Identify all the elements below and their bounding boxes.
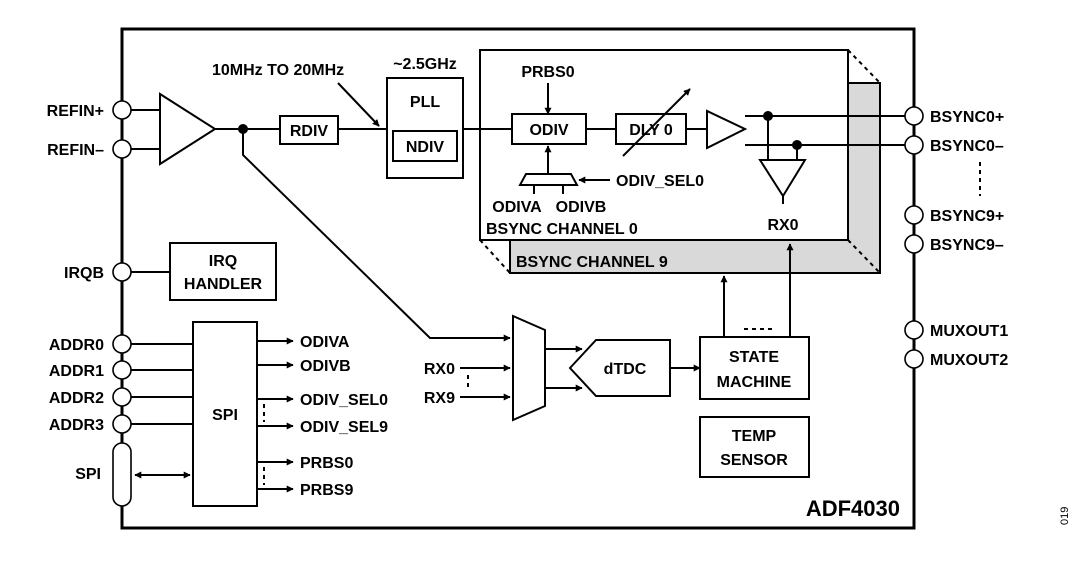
- rdiv-label: RDIV: [290, 123, 329, 140]
- rdiv-block: [279, 115, 339, 145]
- input-mux: [512, 314, 546, 422]
- muxout2-pin[interactable]: [904, 349, 924, 369]
- addr3-pin[interactable]: [112, 414, 132, 434]
- muxout2-label: MUXOUT2: [930, 352, 1008, 369]
- odivb-input-label: ODIVB: [556, 199, 607, 216]
- addr1-label: ADDR1: [49, 363, 104, 380]
- ref-frequency-pointer: [337, 82, 380, 127]
- reference-to-mux-path: [242, 129, 511, 342]
- refin-minus-pin[interactable]: [112, 139, 132, 159]
- irq-handler-line2: HANDLER: [184, 276, 263, 293]
- irq-handler-line1: IRQ: [209, 253, 237, 270]
- bsync9-plus-label: BSYNC9+: [930, 208, 1004, 225]
- bsync9-minus-label: BSYNC9–: [930, 237, 1004, 254]
- refin-minus-label: REFIN–: [47, 142, 104, 159]
- temp-sensor-line1: TEMP: [732, 428, 777, 445]
- bsync-channel-0-label: BSYNC CHANNEL 0: [486, 221, 638, 238]
- figure-number: 019: [1059, 507, 1071, 525]
- temp-sensor-line2: SENSOR: [720, 452, 788, 469]
- chip-name-label: ADF4030: [806, 496, 900, 521]
- mux-rx0-label: RX0: [424, 361, 455, 378]
- output-driver-triangle: [706, 109, 748, 150]
- spi-pin-label: SPI: [75, 466, 101, 483]
- spi-output-prbs0: PRBS0: [300, 455, 353, 472]
- addr0-label: ADDR0: [49, 337, 104, 354]
- temp-sensor-block: [699, 416, 810, 478]
- addr0-pin[interactable]: [112, 334, 132, 354]
- addr2-label: ADDR2: [49, 390, 104, 407]
- spi-output-odiva: ODIVA: [300, 334, 350, 351]
- bsync9-plus-pin[interactable]: [904, 205, 924, 225]
- odiva-input-label: ODIVA: [492, 199, 542, 216]
- spi-block: [192, 321, 258, 507]
- dtdc-label: dTDC: [604, 361, 647, 378]
- pll-frequency-label: ~2.5GHz: [393, 56, 457, 73]
- odiv-sel0-label: ODIV_SEL0: [616, 173, 704, 190]
- spi-output-odiv-sel0: ODIV_SEL0: [300, 392, 388, 409]
- irq-handler-block: [169, 242, 277, 301]
- addr1-pin[interactable]: [112, 360, 132, 380]
- irqb-pin[interactable]: [112, 262, 132, 282]
- refin-plus-pin[interactable]: [112, 100, 132, 120]
- muxout1-label: MUXOUT1: [930, 323, 1008, 340]
- odiv-select-mux: [518, 173, 579, 186]
- refin-buffer-triangle: [159, 92, 217, 166]
- bsync0-minus-label: BSYNC0–: [930, 138, 1004, 155]
- pll-block: [386, 77, 464, 179]
- spi-block-label: SPI: [212, 407, 238, 424]
- delay-label: DLY 0: [629, 122, 673, 139]
- rx0-receiver-label: RX0: [767, 217, 798, 234]
- ndiv-label: NDIV: [406, 139, 445, 156]
- refin-plus-label: REFIN+: [47, 103, 104, 120]
- irqb-label: IRQB: [64, 265, 104, 282]
- spi-output-prbs9: PRBS9: [300, 482, 353, 499]
- spi-output-odivb: ODIVB: [300, 358, 351, 375]
- bsync-channel-9-label: BSYNC CHANNEL 9: [516, 254, 668, 271]
- ndiv-block: [392, 130, 458, 162]
- state-machine-line1: STATE: [729, 349, 779, 366]
- delay-adjust-arrow: [622, 88, 691, 157]
- bsync0-plus-pin[interactable]: [904, 106, 924, 126]
- ref-frequency-label: 10MHz TO 20MHz: [212, 62, 344, 79]
- bsync0-minus-pin[interactable]: [904, 135, 924, 155]
- spi-output-odiv-sel9: ODIV_SEL9: [300, 419, 388, 436]
- state-machine-block: [699, 336, 810, 400]
- pll-label: PLL: [410, 94, 440, 111]
- bsync0-plus-label: BSYNC0+: [930, 109, 1004, 126]
- addr2-pin[interactable]: [112, 387, 132, 407]
- receiver-triangle: [758, 159, 807, 198]
- odiv-label: ODIV: [529, 122, 568, 139]
- state-machine-line2: MACHINE: [717, 374, 792, 391]
- addr3-label: ADDR3: [49, 417, 104, 434]
- bsync9-minus-pin[interactable]: [904, 234, 924, 254]
- spi-bus-pin[interactable]: [112, 442, 132, 507]
- muxout1-pin[interactable]: [904, 320, 924, 340]
- mux-rx9-label: RX9: [424, 390, 455, 407]
- prbs0-label: PRBS0: [521, 64, 574, 81]
